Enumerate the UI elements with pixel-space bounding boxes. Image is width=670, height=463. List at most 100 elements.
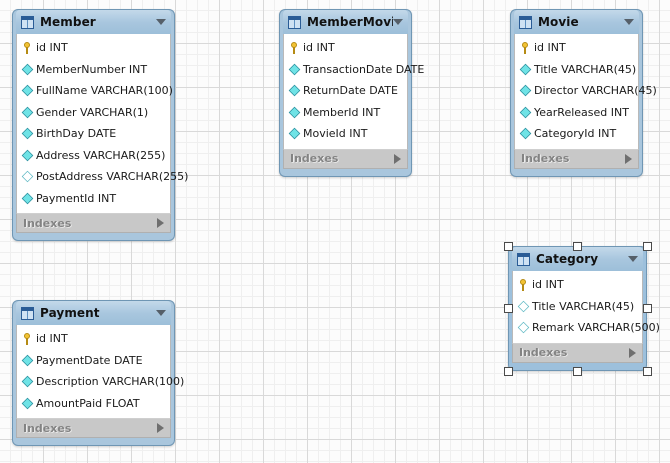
- column-label: Gender VARCHAR(1): [36, 105, 149, 119]
- table-figure-payment[interactable]: Payment id INT PaymentDate DATE Description…: [12, 300, 184, 446]
- filled-diamond-icon: [21, 63, 34, 76]
- chevron-right-icon[interactable]: [157, 423, 164, 433]
- table-header[interactable]: MemberMovie: [283, 10, 408, 34]
- column-row[interactable]: AmountPaid FLOAT: [17, 393, 170, 415]
- indexes-section-toggle[interactable]: Indexes: [16, 418, 171, 438]
- filled-diamond-icon: [21, 127, 34, 140]
- filled-diamond-icon: [21, 375, 34, 388]
- table-icon: [519, 15, 532, 29]
- chevron-down-icon[interactable]: [393, 19, 403, 25]
- table-icon: [517, 252, 530, 266]
- filled-diamond-icon: [519, 127, 532, 140]
- column-row[interactable]: Title VARCHAR(45): [515, 59, 638, 81]
- indexes-label: Indexes: [290, 152, 339, 165]
- chevron-down-icon[interactable]: [628, 256, 638, 262]
- table-header[interactable]: Category: [512, 247, 643, 271]
- column-label: Director VARCHAR(45): [534, 84, 657, 98]
- column-label: PaymentId INT: [36, 191, 117, 205]
- column-row[interactable]: MemberNumber INT: [17, 59, 170, 81]
- table-figure-movie[interactable]: Movie id INT Title VARCHAR(45) Director VAR…: [510, 9, 657, 177]
- column-row[interactable]: id INT: [284, 37, 407, 59]
- column-label: Remark VARCHAR(500): [532, 321, 660, 335]
- resize-handle-w[interactable]: [503, 304, 513, 313]
- resize-handle-s[interactable]: [573, 366, 582, 376]
- indexes-label: Indexes: [23, 421, 72, 435]
- column-row[interactable]: BirthDay DATE: [17, 123, 170, 145]
- column-label: Title VARCHAR(45): [534, 62, 637, 76]
- column-row[interactable]: MovieId INT: [284, 123, 407, 145]
- table-columns-list: id INT PaymentDate DATE Description VARCHA…: [16, 325, 184, 418]
- column-row[interactable]: YearReleased INT: [515, 102, 638, 124]
- filled-diamond-icon: [288, 106, 301, 119]
- table-name-label: MemberMovie: [307, 15, 393, 29]
- column-label: MovieId INT: [303, 127, 368, 141]
- indexes-section-toggle[interactable]: Indexes: [512, 342, 643, 363]
- key-icon: [520, 41, 531, 54]
- filled-diamond-icon: [288, 127, 301, 140]
- table-header[interactable]: Payment: [16, 301, 171, 325]
- chevron-right-icon[interactable]: [629, 347, 636, 358]
- column-label: Title VARCHAR(45): [532, 299, 635, 313]
- filled-diamond-icon: [21, 192, 34, 205]
- key-icon: [518, 278, 529, 291]
- table-header[interactable]: Movie: [514, 10, 639, 34]
- indexes-label: Indexes: [521, 152, 570, 165]
- resize-handle-se[interactable]: [642, 366, 652, 376]
- key-icon: [22, 332, 33, 345]
- column-row[interactable]: ReturnDate DATE: [284, 80, 407, 102]
- hollow-diamond-icon: [517, 321, 530, 334]
- column-label: Address VARCHAR(255): [36, 148, 166, 162]
- column-row[interactable]: id INT: [17, 37, 170, 59]
- chevron-down-icon[interactable]: [624, 19, 634, 25]
- chevron-right-icon[interactable]: [394, 153, 401, 164]
- column-row[interactable]: Title VARCHAR(45): [513, 296, 642, 318]
- column-row[interactable]: PaymentDate DATE: [17, 350, 170, 372]
- filled-diamond-icon: [519, 106, 532, 119]
- column-label: Description VARCHAR(100): [36, 375, 185, 389]
- indexes-section-toggle[interactable]: Indexes: [514, 148, 639, 169]
- column-label: PostAddress VARCHAR(255): [36, 170, 189, 184]
- chevron-right-icon[interactable]: [157, 218, 164, 228]
- column-label: FullName VARCHAR(100): [36, 84, 173, 98]
- resize-handle-e[interactable]: [642, 304, 652, 313]
- chevron-down-icon[interactable]: [156, 19, 166, 25]
- column-row[interactable]: Gender VARCHAR(1): [17, 102, 170, 124]
- chevron-right-icon[interactable]: [625, 153, 632, 164]
- key-icon: [289, 41, 300, 54]
- table-name-label: Category: [536, 252, 599, 266]
- resize-handle-sw[interactable]: [503, 366, 513, 376]
- column-label: ReturnDate DATE: [303, 84, 398, 98]
- indexes-section-toggle[interactable]: Indexes: [283, 148, 408, 169]
- table-header[interactable]: Member: [16, 10, 171, 34]
- chevron-down-icon[interactable]: [156, 310, 166, 316]
- table-figure-category[interactable]: Category id INT Title VARCHAR(45) Remark VA…: [508, 246, 660, 371]
- column-row[interactable]: id INT: [513, 274, 642, 296]
- table-name-label: Movie: [538, 15, 579, 29]
- resize-handle-nw[interactable]: [503, 241, 513, 251]
- indexes-label: Indexes: [519, 346, 568, 359]
- column-row[interactable]: TransactionDate DATE: [284, 59, 424, 81]
- column-row[interactable]: Description VARCHAR(100): [17, 371, 184, 393]
- table-figure-member[interactable]: Member id INT MemberNumber INT FullName VAR…: [12, 9, 188, 241]
- filled-diamond-icon: [21, 149, 34, 162]
- column-row[interactable]: Remark VARCHAR(500): [513, 317, 660, 339]
- column-row[interactable]: PostAddress VARCHAR(255): [17, 166, 188, 188]
- column-label: MemberNumber INT: [36, 62, 148, 76]
- column-row[interactable]: MemberId INT: [284, 102, 407, 124]
- indexes-section-toggle[interactable]: Indexes: [16, 213, 171, 233]
- column-row[interactable]: CategoryId INT: [515, 123, 638, 145]
- column-label: id INT: [36, 332, 68, 346]
- table-icon: [288, 15, 301, 29]
- column-row[interactable]: PaymentId INT: [17, 188, 170, 210]
- column-row[interactable]: id INT: [17, 328, 170, 350]
- resize-handle-ne[interactable]: [642, 241, 652, 251]
- column-row[interactable]: id INT: [515, 37, 638, 59]
- table-columns-list: id INT Title VARCHAR(45) Director VARCHAR(…: [514, 34, 657, 149]
- column-row[interactable]: FullName VARCHAR(100): [17, 80, 173, 102]
- column-row[interactable]: Director VARCHAR(45): [515, 80, 657, 102]
- resize-handle-n[interactable]: [573, 241, 582, 251]
- filled-diamond-icon: [288, 84, 301, 97]
- column-row[interactable]: Address VARCHAR(255): [17, 145, 170, 167]
